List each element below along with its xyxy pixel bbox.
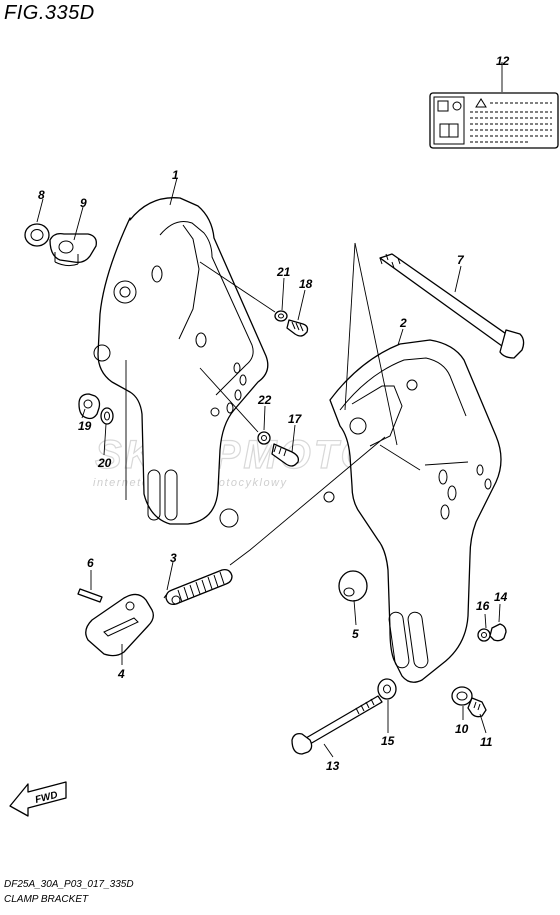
part-20-washer <box>100 407 114 425</box>
part-19-nut <box>78 393 101 420</box>
part-3-spring <box>163 568 233 606</box>
callout-14: 14 <box>494 590 508 604</box>
callout-numbers: 12 1 8 9 21 18 7 2 22 17 19 20 6 3 4 5 1… <box>38 54 510 773</box>
part-16-washer <box>477 628 491 642</box>
callout-1: 1 <box>172 168 179 182</box>
fwd-direction-arrow: FWD <box>9 781 67 817</box>
fwd-label: FWD <box>34 790 59 806</box>
callout-20: 20 <box>97 456 112 470</box>
part-21-washer <box>274 310 288 322</box>
callout-19: 19 <box>78 419 92 433</box>
part-13-bolt <box>291 695 383 755</box>
callout-4: 4 <box>117 667 125 681</box>
assembly-lines <box>125 242 469 566</box>
figure-code: DF25A_30A_P03_017_335D <box>4 879 134 890</box>
callout-16: 16 <box>476 599 490 613</box>
callout-15: 15 <box>381 734 395 748</box>
part-2-clamp-bracket-right <box>323 339 502 683</box>
part-11-bolt <box>467 697 487 718</box>
part-6-pin <box>77 588 103 603</box>
callout-13: 13 <box>326 759 340 773</box>
part-5-cap <box>338 570 368 602</box>
part-14-nut <box>489 623 507 642</box>
part-18-bolt <box>286 319 309 337</box>
figure-title: FIG.335D <box>4 2 95 24</box>
callout-7: 7 <box>457 253 465 267</box>
callout-5: 5 <box>352 627 359 641</box>
callout-11: 11 <box>480 735 493 749</box>
callout-12: 12 <box>496 54 510 68</box>
callout-9: 9 <box>80 196 87 210</box>
part-22-washer <box>257 431 271 445</box>
part-9-grommet <box>49 232 97 267</box>
callout-8: 8 <box>38 188 45 202</box>
part-12-caution-label <box>429 92 559 149</box>
figure-name: CLAMP BRACKET <box>4 894 89 905</box>
part-17-bolt <box>271 443 300 467</box>
callout-17: 17 <box>288 412 303 426</box>
part-10-collar <box>451 686 473 706</box>
part-7-tilt-tube <box>379 253 525 359</box>
callout-6: 6 <box>87 556 94 570</box>
callout-2: 2 <box>399 316 407 330</box>
callout-10: 10 <box>455 722 469 736</box>
part-4-plate <box>85 593 154 657</box>
callout-22: 22 <box>257 393 272 407</box>
part-15-washer <box>377 678 397 700</box>
callout-21: 21 <box>276 265 291 279</box>
callout-18: 18 <box>299 277 313 291</box>
part-8-nut <box>24 223 50 247</box>
callout-3: 3 <box>170 551 177 565</box>
leader-lines <box>36 62 503 758</box>
